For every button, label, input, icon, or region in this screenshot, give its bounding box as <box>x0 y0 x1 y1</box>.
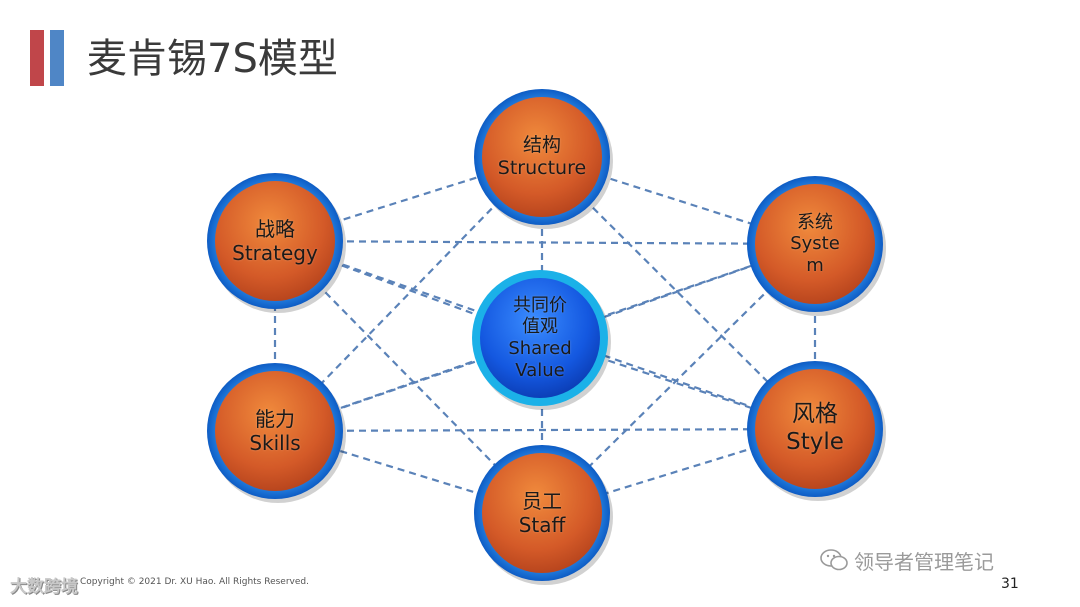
node-core <box>755 369 875 489</box>
node-structure <box>474 89 613 229</box>
node-staff <box>474 445 613 585</box>
title-accent-red <box>30 30 44 86</box>
connection-strategy-system <box>274 239 816 246</box>
connection-skills-style <box>274 427 816 433</box>
node-center <box>472 270 611 410</box>
node-strategy <box>207 173 346 313</box>
node-core <box>482 97 602 217</box>
node-core <box>215 371 335 491</box>
wechat-icon <box>820 549 848 571</box>
title-accent-blue <box>50 30 64 86</box>
copyright-text: Copyright © 2021 Dr. XU Hao. All Rights … <box>80 577 309 587</box>
nodes <box>207 89 886 585</box>
node-core <box>482 453 602 573</box>
node-skills <box>207 363 346 503</box>
node-style <box>747 361 886 501</box>
node-system <box>747 176 886 316</box>
wechat-account-name: 领导者管理笔记 <box>854 549 994 574</box>
watermark-logo: 大数跨境 <box>10 577 78 597</box>
node-core <box>480 278 600 398</box>
page-number: 31 <box>1001 576 1019 592</box>
node-core <box>755 184 875 304</box>
node-core <box>215 181 335 301</box>
page-title: 麦肯锡7S模型 <box>87 36 338 82</box>
wechat-watermark: 领导者管理笔记 <box>820 546 994 574</box>
